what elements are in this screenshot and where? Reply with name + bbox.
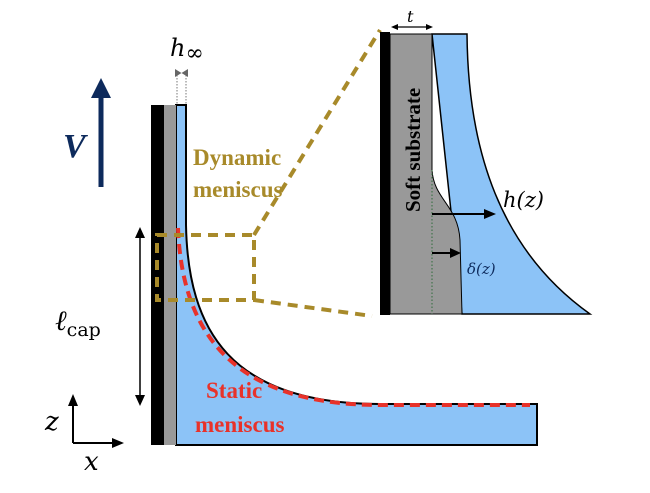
velocity-arrowhead-icon <box>91 78 111 98</box>
axis-arrowhead-icon <box>68 394 124 448</box>
h-z-label: h(z) <box>503 188 544 212</box>
z-axis-label: z <box>44 407 59 437</box>
dynamic-meniscus-label-1: Dynamic <box>193 145 281 170</box>
h-inf-label: h∞ <box>170 34 204 66</box>
static-meniscus-label-2: meniscus <box>195 412 285 437</box>
lcap-label: ℓcap <box>55 304 101 341</box>
rigid-wall <box>151 105 164 445</box>
thickness-label: t <box>407 7 414 26</box>
inset-wall <box>380 32 390 315</box>
soft-substrate-layer <box>164 105 176 445</box>
soft-substrate-label: Soft substrate <box>401 88 425 212</box>
x-axis-label: x <box>84 447 99 477</box>
inset-zoom: t Soft substrate h(z) δ(z) <box>380 7 593 315</box>
h-inf-arrow-icon <box>175 69 188 77</box>
static-meniscus-label-1: Static <box>206 378 262 403</box>
dynamic-meniscus-label-2: meniscus <box>193 177 283 202</box>
inset-liquid <box>431 33 593 315</box>
velocity-label: V <box>63 128 88 165</box>
zoom-box <box>155 28 382 318</box>
delta-z-label: δ(z) <box>467 260 496 278</box>
h-z-arrowhead-icon <box>484 209 496 219</box>
delta-z-arrowhead-icon <box>450 248 461 258</box>
static-meniscus-curve <box>176 227 530 407</box>
